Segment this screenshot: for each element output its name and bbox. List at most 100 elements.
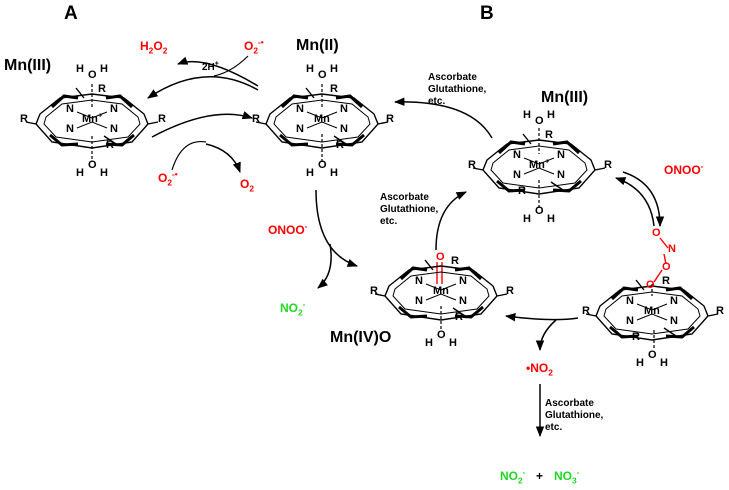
arrow-peroxynitrite-to-mn4o: [504, 313, 579, 322]
arrow-mn2-to-mn4o: [315, 189, 358, 267]
pyrrole-n-b-4: N: [557, 169, 565, 181]
meso-r-b-bottom: R: [518, 185, 526, 197]
pyrrole-n-mn2-3: N: [296, 123, 304, 135]
metal-atom-mn3-b: Mn+: [529, 156, 550, 171]
axial-h-bottom-b-1: H: [523, 213, 531, 225]
oxo-oxygen: O: [436, 251, 445, 263]
meso-r-adduct-top: R: [662, 275, 670, 287]
arrow-mn4o-to-mn3b: [435, 191, 467, 251]
superoxide-bottom-label: O2-•: [158, 169, 178, 188]
arrow-mn3-to-mn2: [151, 111, 253, 138]
pyrrole-n-adduct-4: N: [670, 315, 678, 327]
meso-r-b-right: R: [604, 159, 612, 171]
pyrrole-n-mn2-2: N: [340, 103, 348, 115]
peroxynitrite-a-label: ONOO-: [268, 221, 308, 237]
pyrrole-n-adduct-1: N: [626, 295, 634, 307]
axial-h-top-mn2-2: H: [330, 63, 338, 75]
panel-label-a: A: [64, 3, 78, 24]
o2-label: O2: [240, 177, 255, 194]
arrow-mn3b-to-peroxynitrite: [622, 171, 665, 228]
species-label-mn2: Mn(II): [296, 37, 339, 54]
axial-h-top-mn2-1: H: [306, 63, 314, 75]
axial-oxygen-top-b: O: [535, 115, 544, 127]
meso-r-adduct-right: R: [716, 305, 724, 317]
axial-oxygen-bottom-mn2: O: [318, 159, 327, 171]
axial-oxygen-bottom-adduct: O: [648, 349, 657, 361]
meso-r-mn2-bottom: R: [336, 139, 344, 151]
pyrrole-n-b-2: N: [557, 149, 565, 161]
meso-r-adduct-left: R: [582, 305, 590, 317]
arrow-mn3b-to-mn2: [393, 97, 493, 139]
axial-h-bottom-adduct-1: H: [636, 357, 644, 369]
nitrite-b-label: NO2-: [500, 467, 526, 486]
axial-h-top-a-1: H: [76, 63, 84, 75]
pyrrole-n-adduct-2: N: [670, 295, 678, 307]
pyrrole-n-a-2: N: [110, 103, 118, 115]
meso-r-a-bottom: R: [106, 139, 114, 151]
pyrrole-n-a-3: N: [66, 123, 74, 135]
meso-r-b-top: R: [545, 129, 553, 141]
axial-oxygen-bottom-b: O: [535, 205, 544, 217]
pyrrole-n-mn2-1: N: [296, 103, 304, 115]
arrow-to-o2: [205, 143, 241, 173]
meso-r-a-right: R: [158, 113, 166, 125]
axial-oxygen-top-mn2: O: [318, 69, 327, 81]
axial-oxygen-bottom-mn4o: O: [437, 329, 446, 341]
meso-r-mn2-left: R: [252, 113, 260, 125]
axial-h-bottom-mn2-2: H: [330, 167, 338, 179]
species-label-mn3-b: Mn(III): [541, 89, 589, 106]
meso-r-mn4o-left: R: [370, 285, 378, 297]
arrow-mn2-to-mn3: [147, 76, 259, 99]
meso-r-mn4o-top: R: [451, 255, 459, 267]
pyrrole-n-mn2-4: N: [340, 123, 348, 135]
axial-ligands: [91, 84, 655, 350]
meso-r-mn2-top: R: [330, 83, 338, 95]
axial-h-bottom-mn2-1: H: [306, 167, 314, 179]
pyrrole-n-a-4: N: [110, 123, 118, 135]
pyrrole-n-mn4o-3: N: [415, 295, 423, 307]
metal-atom-adduct: Mn: [644, 305, 660, 317]
panel-label-b: B: [480, 3, 494, 24]
meso-r-a-top: R: [98, 83, 106, 95]
superoxide-top-label: O2-•: [244, 37, 264, 56]
meso-r-mn2-right: R: [386, 113, 394, 125]
axial-h-top-b-2: H: [547, 109, 555, 121]
species-label-mn4o: Mn(IV)O: [330, 329, 392, 346]
metal-atom-mn4o: Mn: [433, 285, 449, 297]
arrow-to-nitrite: [317, 243, 332, 289]
axial-h-top-a-2: H: [100, 63, 108, 75]
arrow-superoxide-top: [213, 55, 249, 77]
peroxynitrite-ligand: [436, 237, 669, 284]
meso-r-adduct-bottom: R: [632, 331, 640, 343]
nitrate-label: NO3-: [554, 467, 580, 486]
pyrrole-n-adduct-3: N: [626, 315, 634, 327]
axial-oxygen-bottom-a: O: [88, 159, 97, 171]
pyrrole-n-a-1: N: [66, 103, 74, 115]
adduct-oxygen-3: O: [646, 279, 655, 291]
peroxynitrite-b-label: ONOO-: [664, 161, 704, 177]
adduct-nitrogen: N: [668, 243, 676, 255]
metal-atom-mn3-a: Mn+: [82, 110, 103, 125]
adduct-oxygen-1: O: [652, 227, 661, 239]
plus-sign: +: [536, 469, 544, 483]
arrow-to-h2o2: [177, 56, 259, 87]
adduct-oxygen-2: O: [662, 261, 671, 273]
arrow-peroxynitrite-back: [615, 177, 655, 227]
no2-radical-label: •NO2: [526, 361, 553, 378]
pyrrole-n-b-3: N: [513, 169, 521, 181]
meso-r-b-left: R: [468, 159, 476, 171]
axial-h-bottom-mn4o-1: H: [425, 337, 433, 349]
h2o2-label: H2O2: [140, 39, 168, 56]
nitrite-a-label: NO2-: [280, 299, 306, 318]
arrow-to-no2-radical: [535, 319, 557, 352]
pyrrole-n-mn4o-4: N: [459, 295, 467, 307]
pyrrole-n-b-1: N: [513, 149, 521, 161]
axial-h-bottom-b-2: H: [547, 213, 555, 225]
arrow-superoxide-bottom: [171, 140, 207, 171]
axial-h-bottom-a-2: H: [100, 167, 108, 179]
meso-r-a-left: R: [20, 113, 28, 125]
